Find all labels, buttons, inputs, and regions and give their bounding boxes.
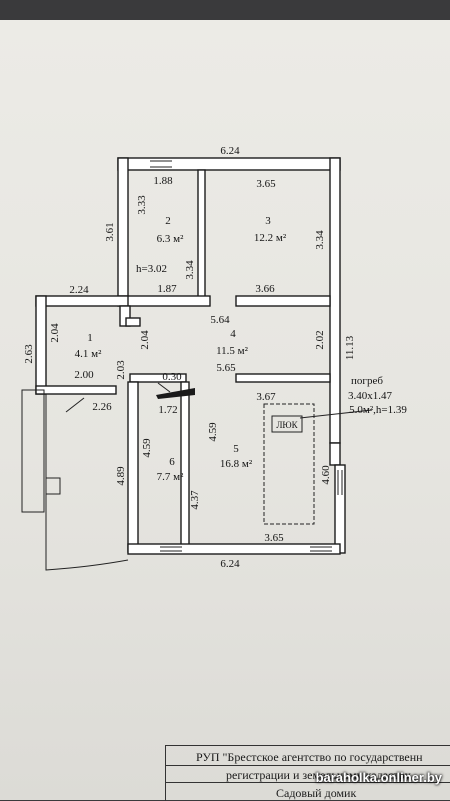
title-block: РУП "Брестское агентство по государствен…	[165, 745, 450, 801]
dim-room2-right: 3.34	[184, 260, 196, 280]
outer-wall-bottom	[127, 543, 341, 555]
porch-outline	[21, 389, 129, 571]
room-1-number: 1	[87, 332, 93, 344]
outer-wall-right-mid	[329, 442, 341, 466]
cellar	[263, 403, 373, 525]
cellar-title: погреб	[351, 375, 383, 387]
dim-outer-right: 11.13	[344, 335, 356, 360]
stamp-line-2: регистрации и земельному кадастру	[226, 768, 411, 782]
dim-porch-bottom: 2.26	[92, 401, 112, 413]
cellar-size: 3.40x1.47	[348, 390, 393, 402]
outer-wall-top	[117, 157, 341, 171]
outer-wall-left-upper	[117, 157, 129, 305]
dim-hall-right: 2.02	[314, 330, 326, 349]
dim-porch-side: 2.63	[23, 344, 35, 364]
step-arrow	[157, 382, 171, 393]
dim-outer-left-upper: 3.61	[104, 222, 116, 241]
wall-room6-top	[129, 373, 187, 383]
room-6-area: 7.7 м²	[157, 471, 184, 483]
room-4-number: 4	[230, 328, 236, 340]
room-1-area: 4.1 м²	[75, 348, 102, 360]
dim-hall-top: 5.64	[210, 314, 230, 326]
room-labels: 2 6.3 м² 3 12.2 м² 1 4.1 м² 4 11.5 м² 6 …	[75, 215, 287, 483]
room-2-area: 6.3 м²	[157, 233, 184, 245]
room-2-number: 2	[165, 215, 171, 227]
watermark: baraholka.onliner.by	[315, 770, 442, 785]
dim-room3-bottom: 3.66	[255, 283, 275, 295]
dimension-labels: 6.24 1.88 3.33 3.61 3.65 3.34 3.34 h=3.0…	[23, 145, 356, 570]
wall-room6-left	[127, 381, 139, 553]
window-bottom-right	[310, 546, 332, 552]
dim-room1-top: 2.24	[69, 284, 89, 296]
wall-room1-top	[35, 295, 129, 307]
cellar-area-height: 5.0м²,h=1.39	[349, 404, 407, 416]
wall-room1-corner	[125, 317, 141, 327]
wall-room5-top	[235, 373, 331, 383]
stamp-line-1: РУП "Брестское агентство по государствен…	[196, 750, 423, 764]
dim-room2-bottom: 1.87	[157, 283, 177, 295]
dim-hall-step: 0.30	[162, 371, 182, 383]
partition-6-5	[180, 381, 190, 548]
walls	[35, 157, 346, 555]
dim-room6-right-lower: 4.37	[189, 490, 201, 510]
dim-room6-right-upper: 4.59	[207, 422, 219, 442]
room-6-number: 6	[169, 456, 175, 468]
dim-hall-left: 2.04	[139, 330, 151, 350]
room-5-area: 16.8 м²	[220, 458, 253, 470]
dim-room6-top: 1.72	[158, 404, 177, 416]
dim-room1-left: 2.04	[49, 323, 61, 343]
room-5-number: 5	[233, 443, 239, 455]
room-4-area: 11.5 м²	[216, 345, 249, 357]
dim-room5-top: 3.67	[256, 391, 276, 403]
cellar-hatch-label: ЛЮК	[276, 420, 298, 430]
dim-room3-top: 3.65	[256, 178, 276, 190]
dim-room6-left: 4.59	[141, 438, 153, 458]
ceiling-height: h=3.02	[136, 263, 167, 275]
window-right	[337, 470, 343, 495]
wall-room3-bottom	[235, 295, 331, 307]
dim-room2-left: 3.33	[136, 195, 148, 215]
paper-sheet	[0, 20, 450, 800]
outer-wall-right-lower	[334, 464, 346, 554]
dim-hall-bottom: 5.65	[216, 362, 236, 374]
wall-room1-right-stub	[119, 305, 131, 327]
dim-top-width: 6.24	[220, 145, 240, 157]
wall-room1-bottom	[35, 385, 117, 395]
cellar-leader	[299, 409, 373, 419]
room-3-number: 3	[265, 215, 271, 227]
dim-bottom-width: 6.24	[220, 558, 240, 570]
cellar-labels: погреб 3.40x1.47 5.0м²,h=1.39 ЛЮК	[276, 375, 407, 430]
dim-porch-left: 4.89	[115, 466, 127, 486]
cellar-outline	[263, 403, 315, 525]
window-bottom-left	[160, 546, 182, 552]
outer-wall-right-upper	[329, 157, 341, 444]
step-marker	[156, 388, 195, 399]
stamp-line-3: Садовый домик	[276, 786, 357, 800]
dim-room5-right: 4.60	[320, 465, 332, 485]
room-3-area: 12.2 м²	[254, 232, 287, 244]
dim-room1-bottom: 2.00	[74, 369, 94, 381]
dim-room5-bottom: 3.65	[264, 532, 284, 544]
dim-room3-right: 3.34	[314, 230, 326, 250]
wall-room2-bottom	[117, 295, 211, 307]
dim-room1-right: 2.03	[115, 360, 127, 380]
cellar-hatch	[271, 415, 303, 433]
dim-room2-top: 1.88	[153, 175, 173, 187]
wall-room1-left	[35, 295, 47, 395]
partition-2-3	[197, 169, 206, 299]
window-top	[150, 160, 172, 168]
